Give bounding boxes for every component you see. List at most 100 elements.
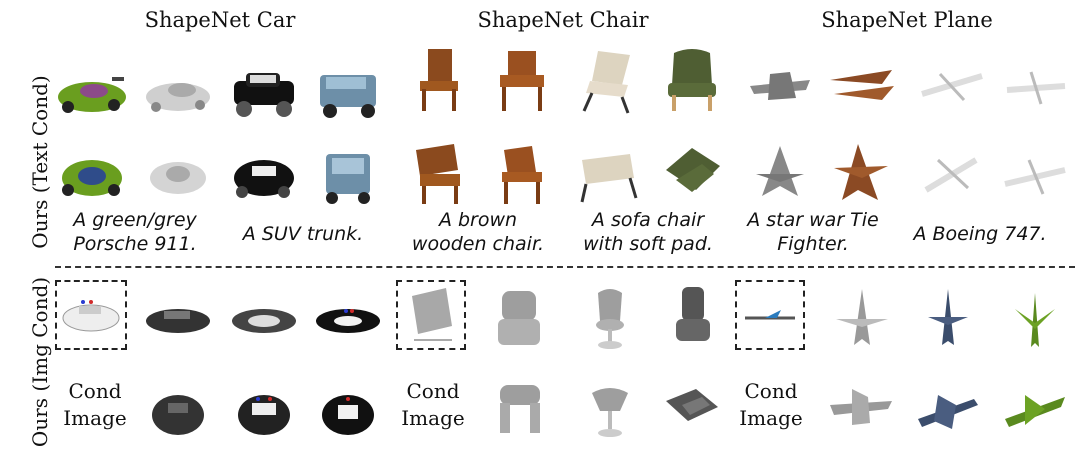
chair-icon	[596, 289, 624, 349]
cond-image-plane	[735, 280, 805, 350]
grey-chair-render-5	[570, 375, 650, 445]
plane-icon	[1004, 159, 1066, 195]
plane-icon	[830, 389, 892, 425]
cond-image-chair	[396, 280, 466, 350]
car-icon	[58, 77, 126, 113]
boeing-render-1	[912, 50, 992, 120]
plane-icon	[921, 72, 983, 102]
armchair-brown-render-2	[480, 140, 560, 210]
police-car-render-6	[308, 375, 388, 445]
fighter-jet-render-4	[822, 375, 902, 445]
plane-icon	[928, 289, 968, 345]
caption-tie-fighter: A star war Tie Fighter.	[728, 208, 898, 256]
caption-line: wooden chair.	[411, 233, 545, 255]
row-label-img-cond: Ours (Img Cond)	[28, 276, 52, 448]
caption-boeing: A Boeing 747.	[900, 222, 1060, 246]
plane-icon	[750, 72, 810, 100]
caption-line: A green/grey	[73, 209, 197, 231]
grey-chair-render-3	[652, 285, 732, 355]
armchair-brown-render-1	[480, 45, 560, 115]
chair-icon	[666, 148, 720, 192]
chair-brown-render-1	[398, 45, 478, 115]
chair-icon	[668, 49, 716, 111]
header-chair: ShapeNet Chair	[477, 8, 649, 32]
plane-icon	[830, 70, 894, 100]
car-green-render-2	[52, 140, 132, 210]
car-grey-render-2	[138, 140, 218, 210]
tie-fighter-render-2	[740, 140, 820, 210]
caption-line: Fighter.	[777, 233, 849, 255]
caption-line: A SUV trunk.	[242, 223, 364, 245]
chair-icon	[580, 154, 638, 203]
sofa-chair-render-2	[570, 140, 650, 210]
boeing-render-2	[912, 140, 992, 210]
car-icon	[234, 73, 294, 117]
grey-chair-render-6	[652, 375, 732, 445]
cond-image-car	[55, 280, 127, 350]
car-icon	[320, 75, 376, 118]
plane-icon	[918, 395, 978, 429]
plane-icon	[756, 146, 804, 196]
cond-label-line: Cond	[744, 379, 798, 403]
caption-suv: A SUV trunk.	[228, 222, 378, 246]
chair-brown-render-2	[398, 140, 478, 210]
cond-label-plane: Cond Image	[726, 378, 816, 432]
green-chair-render-1	[652, 45, 732, 115]
car-icon	[150, 162, 206, 194]
cond-label-chair: Cond Image	[388, 378, 478, 432]
car-icon	[326, 154, 370, 204]
police-car-render-1	[138, 285, 218, 355]
fighter-jet-render-2	[908, 285, 988, 355]
caption-line: Porsche 911.	[73, 233, 197, 255]
cond-label-line: Cond	[406, 379, 460, 403]
car-icon	[146, 309, 210, 333]
suv-black-render-2	[224, 140, 304, 210]
sofa-chair-render-1	[570, 45, 650, 115]
car-grey-render-1	[138, 55, 218, 125]
chair-icon	[420, 49, 458, 111]
fighter-jet-render-3	[995, 285, 1075, 355]
car-icon	[62, 160, 122, 196]
car-icon	[322, 395, 374, 435]
caption-line: A star war Tie	[747, 209, 879, 231]
cond-label-line: Image	[63, 406, 127, 430]
police-car-render-4	[138, 375, 218, 445]
star-ship-render-1	[822, 50, 902, 120]
plane-icon	[924, 157, 978, 193]
star-ship-render-2	[822, 140, 902, 210]
chair-icon	[666, 389, 718, 421]
grey-chair-render-4	[480, 375, 560, 445]
fighter-jet-render-5	[908, 375, 988, 445]
plane-icon	[1006, 71, 1066, 105]
police-car-render-3	[308, 285, 388, 355]
chair-icon	[412, 288, 452, 341]
car-icon	[316, 309, 380, 333]
chair-icon	[502, 146, 542, 204]
suv-blue-render-1	[308, 55, 388, 125]
caption-sofa-chair: A sofa chair with soft pad.	[568, 208, 728, 256]
caption-line: with soft pad.	[583, 233, 713, 255]
header-car: ShapeNet Car	[144, 8, 296, 32]
car-icon	[234, 160, 294, 198]
boeing-747-render-1	[995, 50, 1075, 120]
caption-line: A sofa chair	[591, 209, 705, 231]
green-chair-render-2	[652, 140, 732, 210]
section-divider	[55, 266, 1075, 268]
grey-chair-render-1	[480, 285, 560, 355]
car-icon	[232, 309, 296, 333]
fighter-jet-render-6	[995, 375, 1075, 445]
tie-fighter-render-1	[740, 50, 820, 120]
grey-chair-render-2	[570, 285, 650, 355]
cond-label-line: Cond	[68, 379, 122, 403]
header-plane: ShapeNet Plane	[821, 8, 993, 32]
boeing-747-render-2	[995, 140, 1075, 210]
chair-icon	[582, 51, 630, 114]
chair-icon	[676, 287, 710, 341]
car-icon	[146, 83, 210, 112]
chair-icon	[498, 291, 540, 345]
car-icon	[238, 395, 290, 435]
chair-icon	[416, 144, 460, 204]
plane-icon	[836, 289, 888, 345]
plane-icon	[834, 144, 888, 200]
plane-icon	[1015, 293, 1055, 347]
